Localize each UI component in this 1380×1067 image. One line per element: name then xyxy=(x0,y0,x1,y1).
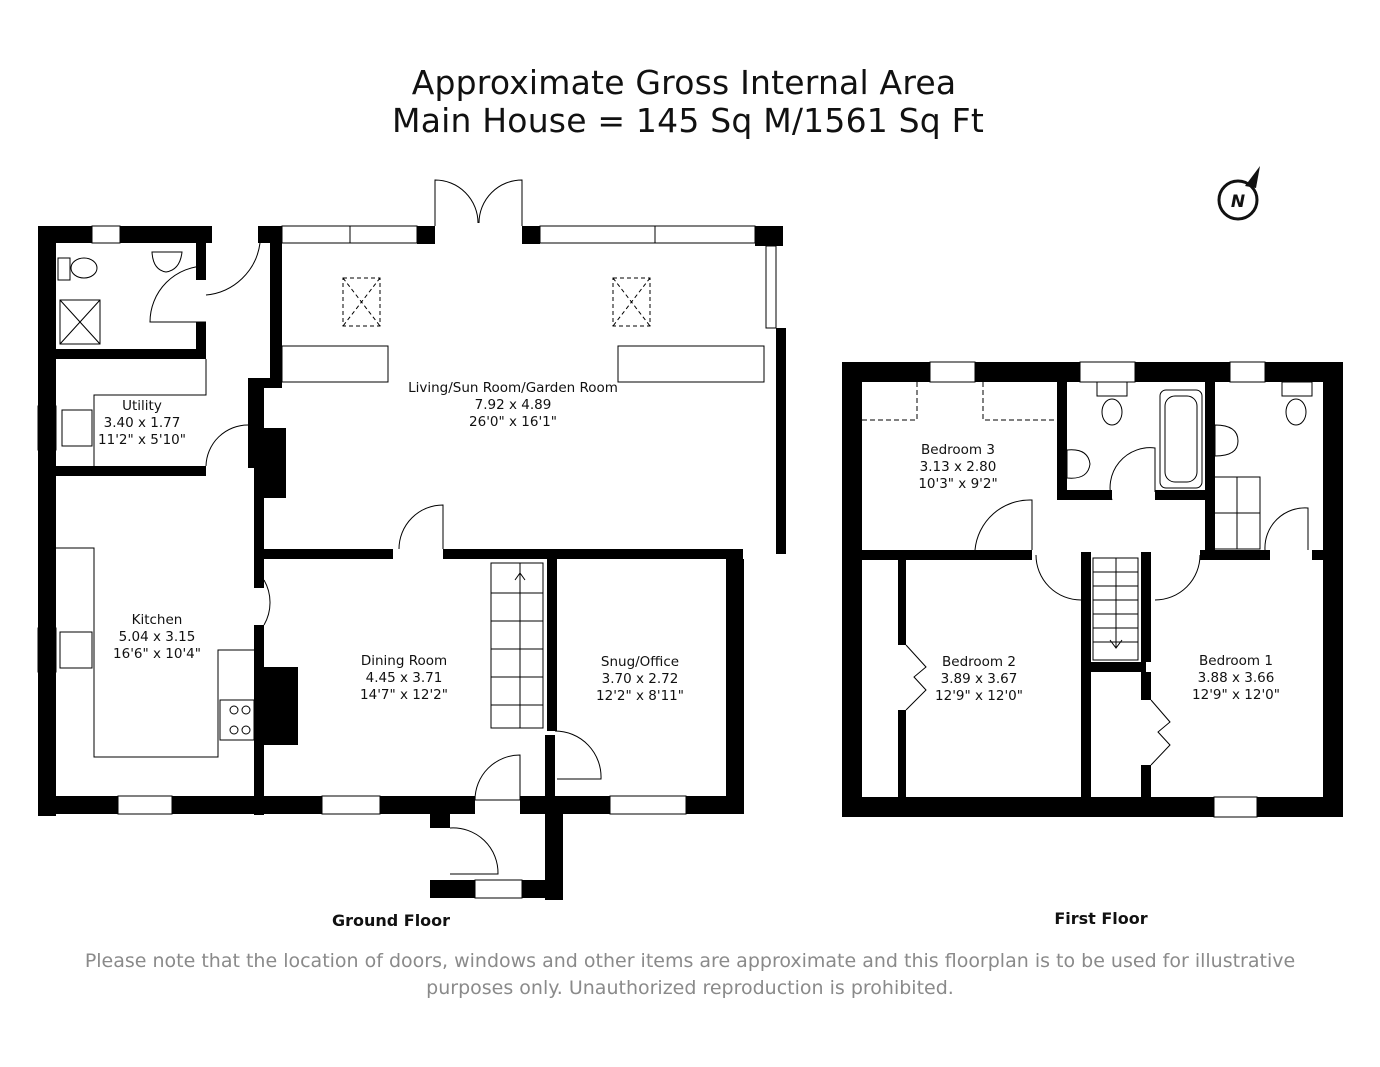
room-metric: 7.92 x 4.89 xyxy=(474,397,552,413)
room-imperial: 16'6" x 10'4" xyxy=(113,646,201,662)
room-bedroom-2: Bedroom 2 3.89 x 3.67 12'9" x 12'0" xyxy=(935,654,1023,705)
room-kitchen: Kitchen 5.04 x 3.15 16'6" x 10'4" xyxy=(113,612,201,663)
disclaimer: Please note that the location of doors, … xyxy=(0,948,1380,1002)
room-metric: 3.40 x 1.77 xyxy=(103,415,181,431)
room-dining: Dining Room 4.45 x 3.71 14'7" x 12'2" xyxy=(360,653,448,704)
room-imperial: 26'0" x 16'1" xyxy=(469,414,557,430)
title-line-1: Approximate Gross Internal Area xyxy=(411,63,957,102)
room-metric: 3.13 x 2.80 xyxy=(919,459,997,475)
svg-text:N: N xyxy=(1231,192,1245,212)
room-metric: 4.45 x 3.71 xyxy=(365,670,443,686)
room-metric: 3.88 x 3.66 xyxy=(1197,670,1275,686)
room-bedroom-3: Bedroom 3 3.13 x 2.80 10'3" x 9'2" xyxy=(918,442,997,493)
room-name: Bedroom 1 xyxy=(1199,653,1273,669)
ground-floor-label: Ground Floor xyxy=(331,911,451,930)
disclaimer-line-1: Please note that the location of doors, … xyxy=(84,950,1296,972)
disclaimer-line-2: purposes only. Unauthorized reproduction… xyxy=(426,977,954,999)
room-imperial: 10'3" x 9'2" xyxy=(918,476,998,492)
room-name: Dining Room xyxy=(360,653,448,669)
ground-floor-lines xyxy=(37,179,777,899)
first-floor-label: First Floor xyxy=(1054,909,1148,928)
title-line-2: Main House = 145 Sq M/1561 Sq Ft xyxy=(392,101,984,140)
room-imperial: 12'9" x 12'0" xyxy=(1192,687,1280,703)
room-utility: Utility 3.40 x 1.77 11'2" x 5'10" xyxy=(98,398,186,449)
ground-floor-walls xyxy=(38,226,786,900)
room-metric: 3.89 x 3.67 xyxy=(940,671,1018,687)
first-floor-walls xyxy=(842,362,1343,817)
room-bedroom-1: Bedroom 1 3.88 x 3.66 12'9" x 12'0" xyxy=(1192,653,1280,704)
room-name: Living/Sun Room/Garden Room xyxy=(408,380,618,396)
room-imperial: 12'2" x 8'11" xyxy=(596,688,684,704)
first-floor-lines xyxy=(862,361,1313,818)
room-imperial: 11'2" x 5'10" xyxy=(98,432,186,448)
room-snug-office: Snug/Office 3.70 x 2.72 12'2" x 8'11" xyxy=(596,654,684,705)
room-name: Snug/Office xyxy=(600,654,680,670)
room-metric: 5.04 x 3.15 xyxy=(118,629,196,645)
room-name: Bedroom 3 xyxy=(921,442,995,458)
room-name: Kitchen xyxy=(131,612,183,628)
room-imperial: 12'9" x 12'0" xyxy=(935,688,1023,704)
north-arrow-icon: N xyxy=(1212,164,1268,222)
room-name: Bedroom 2 xyxy=(942,654,1016,670)
room-name: Utility xyxy=(122,398,162,414)
room-metric: 3.70 x 2.72 xyxy=(601,671,679,687)
room-living: Living/Sun Room/Garden Room 7.92 x 4.89 … xyxy=(408,380,618,431)
room-imperial: 14'7" x 12'2" xyxy=(360,687,448,703)
